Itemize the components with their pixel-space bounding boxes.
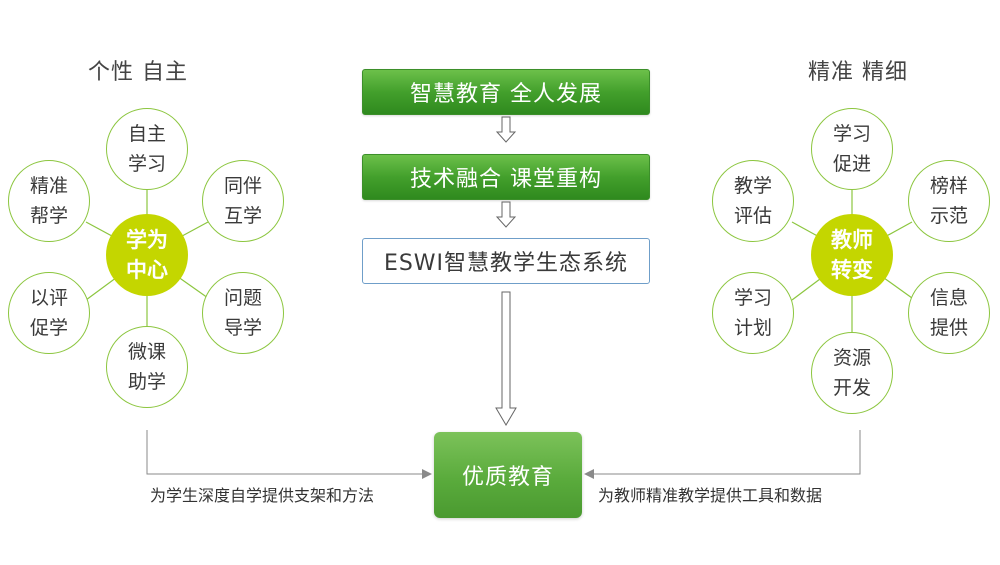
arrow-right-icon: [422, 469, 432, 479]
petal-peer-study: 同伴互学: [202, 160, 284, 242]
down-arrow-icon: [495, 291, 517, 426]
petal-resource-dev: 资源开发: [811, 332, 893, 414]
left-hub: 学为中心: [106, 214, 188, 296]
down-arrow-icon: [495, 201, 517, 228]
arrow-left-icon: [584, 469, 594, 479]
result-quality-education: 优质教育: [434, 432, 582, 518]
petal-precise-help: 精准帮学: [8, 160, 90, 242]
left-connector: [146, 430, 424, 475]
petal-teaching-eval: 教学评估: [712, 160, 794, 242]
flow-step-tech-integration: 技术融合 课堂重构: [362, 154, 650, 200]
petal-study-plan: 学习计划: [712, 272, 794, 354]
down-arrow-icon: [495, 116, 517, 143]
right-heading: 精准 精细: [808, 60, 908, 85]
petal-problem-guided: 问题导学: [202, 272, 284, 354]
left-heading: 个性 自主: [88, 60, 188, 85]
right-hub: 教师转变: [811, 214, 893, 296]
flow-step-smart-education: 智慧教育 全人发展: [362, 69, 650, 115]
petal-learning-promotion: 学习促进: [811, 108, 893, 190]
petal-micro-lesson: 微课助学: [106, 326, 188, 408]
petal-info-provide: 信息提供: [908, 272, 990, 354]
right-connector: [592, 430, 861, 475]
petal-assessment: 以评促学: [8, 272, 90, 354]
left-caption: 为学生深度自学提供支架和方法: [150, 486, 375, 505]
petal-role-model: 榜样示范: [908, 160, 990, 242]
flow-step-eswi-ecosystem: ESWI智慧教学生态系统: [362, 238, 650, 284]
right-caption: 为教师精准教学提供工具和数据: [598, 486, 823, 505]
petal-self-study: 自主学习: [106, 108, 188, 190]
